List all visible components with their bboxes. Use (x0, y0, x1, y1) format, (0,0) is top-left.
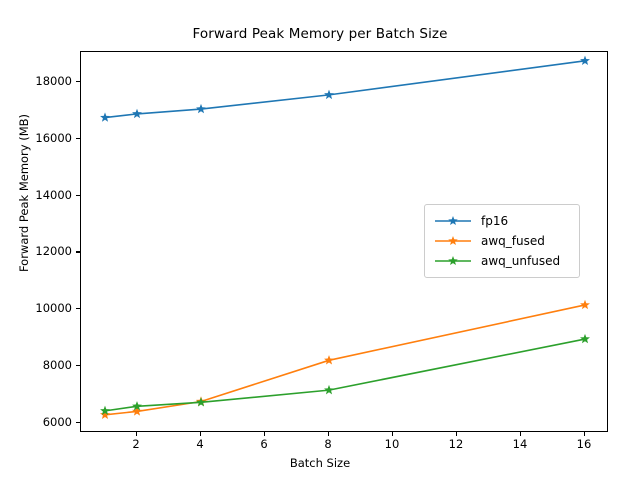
y-axis-tick-label: 6000 (42, 414, 72, 429)
x-axis-tick-mark (456, 432, 458, 436)
legend-label: fp16 (481, 214, 509, 228)
x-axis-tick-mark (136, 432, 138, 436)
series-line (104, 60, 586, 119)
data-point-marker (100, 405, 110, 416)
x-axis-tick-label: 8 (324, 437, 332, 451)
series-fp16 (100, 55, 590, 122)
y-axis-tick-label: 16000 (35, 130, 72, 145)
x-axis-tick-mark (328, 432, 330, 436)
legend-item-awq_fused[interactable]: awq_fused (433, 231, 571, 251)
legend-swatch-icon (433, 234, 473, 248)
legend[interactable]: fp16 awq_fused awq_unfused (424, 204, 580, 278)
x-axis-tick-label: 6 (260, 437, 268, 451)
data-point-marker (580, 299, 590, 310)
x-axis-tick-label: 12 (448, 437, 464, 451)
y-axis-tick-label: 14000 (35, 187, 72, 202)
legend-swatch-icon (433, 254, 473, 268)
plot-series-svg (100, 55, 590, 420)
data-point-marker (100, 409, 110, 420)
data-point-marker (100, 112, 110, 122)
y-axis-tick-label: 18000 (35, 74, 72, 89)
y-axis-tick-mark (76, 421, 80, 423)
y-axis-tick-mark (76, 251, 80, 253)
data-point-marker (580, 333, 590, 344)
x-axis-tick-label: 2 (132, 437, 140, 451)
legend-swatch-icon (433, 214, 473, 228)
y-axis-tick-labels: 6000 8000 10000 12000 14000 16000 18000 (0, 0, 72, 480)
y-axis-tick-mark (76, 194, 80, 196)
x-axis-tick-label: 14 (512, 437, 528, 451)
x-axis-tick-mark (584, 432, 586, 436)
y-axis-tick-mark (76, 81, 80, 83)
x-axis-tick-mark (200, 432, 202, 436)
data-point-marker (324, 89, 334, 100)
legend-label: awq_unfused (481, 254, 561, 268)
y-axis-tick-mark (76, 364, 80, 367)
series-line (104, 304, 586, 416)
legend-item-awq_unfused[interactable]: awq_unfused (433, 251, 571, 271)
data-point-marker (580, 55, 590, 66)
y-axis-tick-label: 12000 (35, 244, 72, 259)
data-point-marker (324, 355, 334, 365)
y-axis-tick-label: 8000 (42, 357, 72, 372)
x-axis-tick-mark (520, 432, 522, 436)
chart-title: Forward Peak Memory per Batch Size (192, 26, 448, 42)
series-awq_unfused (100, 333, 590, 416)
y-axis-tick-mark (76, 308, 80, 310)
x-axis-tick-label: 10 (384, 437, 400, 451)
data-point-marker (132, 406, 142, 416)
y-axis-tick-label: 10000 (35, 301, 72, 316)
series-line (104, 338, 586, 412)
legend-label: awq_fused (481, 234, 545, 248)
series-awq_fused (100, 299, 590, 420)
legend-item-fp16[interactable]: fp16 (433, 211, 571, 231)
y-axis-label: Forward Peak Memory (MB) (17, 113, 31, 273)
data-point-marker (132, 401, 142, 411)
data-point-marker (132, 108, 142, 119)
x-axis-label: Batch Size (289, 456, 351, 470)
x-axis-tick-label: 4 (196, 437, 204, 451)
y-axis-tick-mark (76, 137, 80, 139)
x-axis-tick-label: 16 (576, 437, 592, 451)
data-point-marker (196, 397, 206, 407)
x-axis-tick-mark (392, 432, 394, 436)
data-point-marker (324, 384, 334, 395)
x-axis-tick-mark (264, 432, 266, 436)
data-point-marker (196, 103, 206, 114)
